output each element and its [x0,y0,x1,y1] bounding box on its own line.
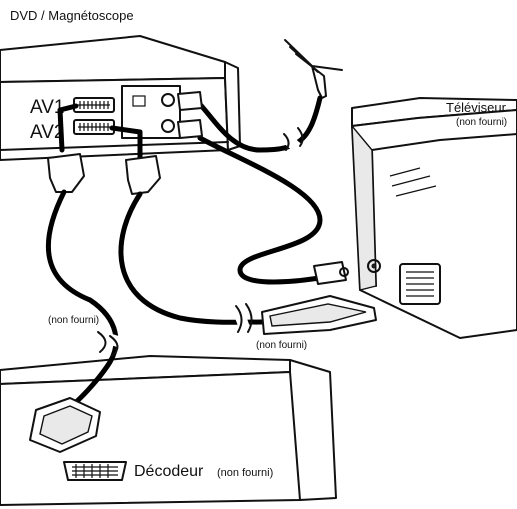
tv-scart-socket [400,264,440,304]
av2-socket [74,120,114,134]
decoder-scart-socket [64,462,126,480]
antenna-wall-socket [285,40,342,98]
label-cable-left-note: (non fourni) [48,315,99,326]
label-cable-center-note: (non fourni) [256,340,307,351]
label-tv-note: (non fourni) [456,117,507,128]
television [352,98,517,338]
label-decoder: Décodeur [134,463,204,480]
label-tv: Téléviseur [446,100,507,115]
label-decoder-note: (non fourni) [217,467,273,479]
av1-socket [74,98,114,112]
label-dvd-vcr: DVD / Magnétoscope [10,8,134,23]
